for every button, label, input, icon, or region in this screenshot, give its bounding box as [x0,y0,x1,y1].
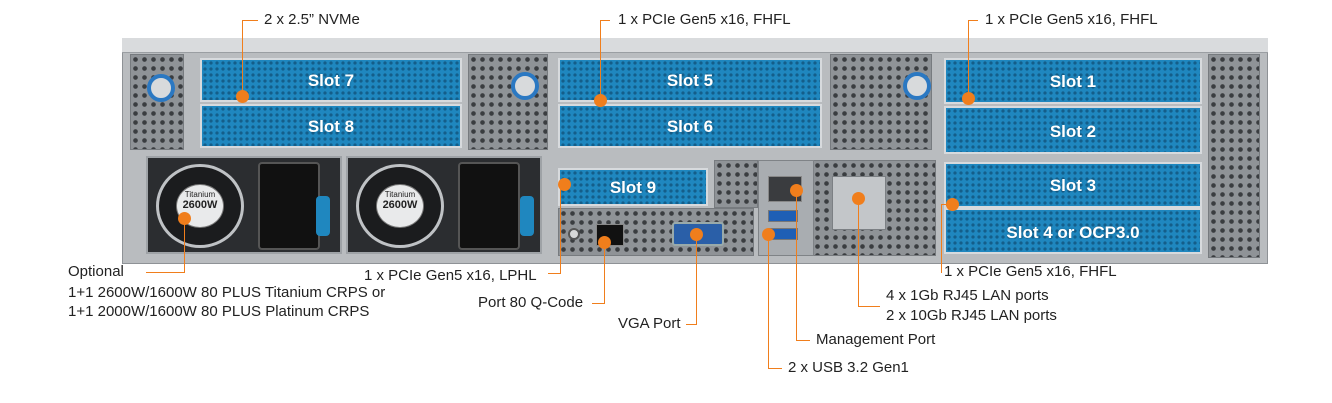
psu-1-power-socket[interactable] [258,162,320,250]
port80-line-v [604,242,605,304]
lan-callout-line1: 4 x 1Gb RJ45 LAN ports [886,287,1049,304]
mgmt-callout: Management Port [816,331,936,348]
vga-line-v [696,234,697,325]
pcie-mid-line-v [600,20,601,100]
left-side-vent [130,54,184,150]
thumbscrew-right[interactable] [903,72,931,100]
slot-9: Slot 9 [558,168,708,206]
port80-callout: Port 80 Q-Code [478,294,584,311]
slot-1-label: Slot 1 [1049,72,1097,91]
slot-7-label: Slot 7 [307,71,355,90]
nvme-callout-dot [236,90,249,103]
mgmt-line-h [796,340,810,341]
vga-line-h [686,324,697,325]
reset-button[interactable] [568,228,580,240]
slot-3-label: Slot 3 [1049,176,1097,195]
usb-line-v [768,234,769,369]
psu-1-brand: Titanium [184,190,216,199]
psu-2-brand: Titanium [384,190,416,199]
slot-8-label: Slot 8 [307,117,355,136]
lan-line-v [858,198,859,307]
psu-line-v [184,218,185,273]
io-panel [558,208,754,256]
center-right-vent [830,54,932,150]
psu-1-watts: 2600W [182,199,218,211]
slot-9-label: Slot 9 [609,178,657,197]
slot-5: Slot 5 [558,58,822,102]
slot-4-label: Slot 4 or OCP3.0 [1006,223,1140,242]
nvme-line-h [242,20,258,21]
lphl-line-v [560,184,561,274]
psu-2-watts: 2600W [382,199,418,211]
port80-line-h [592,303,605,304]
psu-2-label: Titanium 2600W [376,184,424,228]
center-left-vent [468,54,548,150]
nvme-line-v [242,20,243,96]
pcie-right-line-v [968,20,969,98]
lphl-callout: 1 x PCIe Gen5 x16, LPHL [364,267,537,284]
right-side-vent [1208,54,1260,258]
psu-callout-line3: 1+1 2000W/1600W 80 PLUS Platinum CRPS [68,303,370,320]
usb-line-h [768,368,782,369]
slot-2: Slot 2 [944,106,1202,154]
nvme-callout: 2 x 2.5” NVMe [264,11,360,28]
psu-1-release-handle[interactable] [316,196,330,236]
vga-port[interactable] [672,222,724,246]
pcie-right-line-h [968,20,978,21]
lan-bracket [758,160,814,256]
chassis-top-rail [122,38,1268,53]
pcie-mid-callout-dot [594,94,607,107]
psu-callout-line1: Optional [68,263,124,280]
lphl-line-h [548,273,561,274]
pcie-lower-line-h [941,204,951,205]
pcie-mid-line-h [600,20,610,21]
pcie-right-callout: 1 x PCIe Gen5 x16, FHFL [985,11,1158,28]
slot-1: Slot 1 [944,58,1202,104]
slot-8: Slot 8 [200,104,462,148]
lan-callout-line2: 2 x 10Gb RJ45 LAN ports [886,307,1057,324]
slot-4: Slot 4 or OCP3.0 [944,208,1202,254]
pcie-right-callout-dot [962,92,975,105]
lphl-callout-dot [558,178,571,191]
thumbscrew-left[interactable] [147,74,175,102]
mgmt-line-v [796,190,797,341]
psu-line-h [146,272,185,273]
usb-port-1[interactable] [768,210,798,222]
slot-2-label: Slot 2 [1049,122,1097,141]
psu-callout-line2: 1+1 2600W/1600W 80 PLUS Titanium CRPS or [68,284,386,301]
pcie-lower-callout-dot [946,198,959,211]
lan-line-h [858,306,880,307]
slot-6-label: Slot 6 [666,117,714,136]
io-right-vent [714,160,758,208]
pcie-lower-line-v [941,204,942,273]
slot-5-label: Slot 5 [666,71,714,90]
vga-callout: VGA Port [618,315,681,332]
pcie-mid-callout: 1 x PCIe Gen5 x16, FHFL [618,11,791,28]
pcie-lower-callout: 1 x PCIe Gen5 x16, FHFL [944,263,1117,280]
thumbscrew-center[interactable] [511,72,539,100]
usb-callout: 2 x USB 3.2 Gen1 [788,359,909,376]
slot-6: Slot 6 [558,104,822,148]
psu-2-release-handle[interactable] [520,196,534,236]
psu-2-power-socket[interactable] [458,162,520,250]
slot-3: Slot 3 [944,162,1202,208]
